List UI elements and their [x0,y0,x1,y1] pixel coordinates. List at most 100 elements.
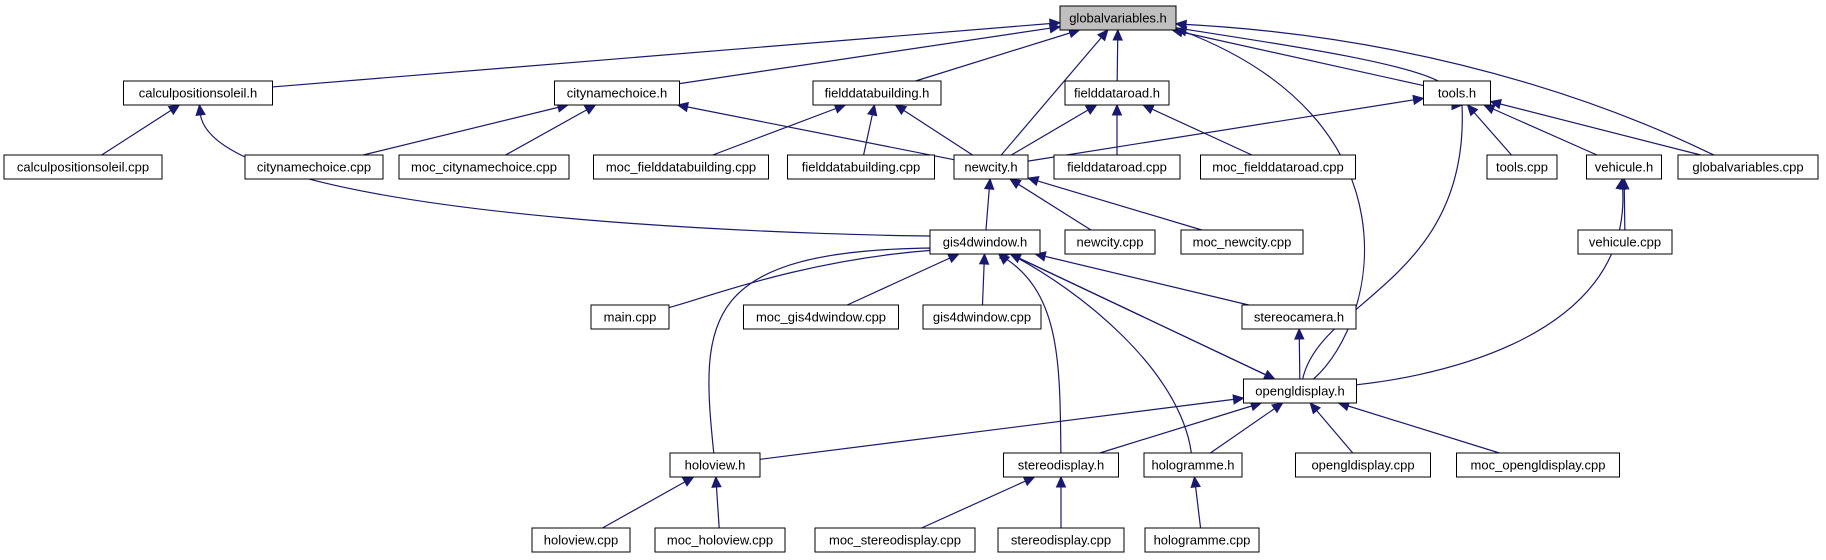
arrowhead-stereodisplay_cpp-to-stereodisplay_h [1055,475,1067,488]
node-citynamechoice-h[interactable]: citynamechoice.h [554,80,680,106]
node-newcity-cpp[interactable]: newcity.cpp [1064,229,1156,255]
node-moc-opengldisplay-cpp[interactable]: moc_opengldisplay.cpp [1456,452,1620,478]
node-label: main.cpp [604,310,657,325]
node-label: newcity.cpp [1077,235,1144,250]
edges-layer [101,18,1715,529]
edge-newcity_h-to-tools_h [1027,97,1424,162]
edge-holoview_cpp-to-holoview_h [602,476,694,529]
edge-moc_fielddatabuilding_cpp-to-fielddatabuilding_h [712,104,846,156]
node-gis4dwindow-cpp[interactable]: gis4dwindow.cpp [922,304,1042,330]
arrowhead-opengldisplay_h-to-stereocamera_h [1294,327,1305,340]
node-opengldisplay-cpp[interactable]: opengldisplay.cpp [1295,452,1431,478]
arrowhead-citynamechoice_h-to-globalvariables_h [1048,23,1062,34]
node-calculpositionsoleil-cpp[interactable]: calculpositionsoleil.cpp [3,154,163,180]
node-label: citynamechoice.h [567,86,667,101]
node-globalvariables-cpp[interactable]: globalvariables.cpp [1677,154,1819,180]
node-moc-holoview-cpp[interactable]: moc_holoview.cpp [654,527,786,553]
node-box [1143,452,1243,478]
node-hologramme-cpp[interactable]: hologramme.cpp [1144,527,1260,553]
node-moc-newcity-cpp[interactable]: moc_newcity.cpp [1180,229,1304,255]
node-fielddataroad-cpp[interactable]: fielddataroad.cpp [1053,154,1181,180]
node-moc-stereodisplay-cpp[interactable]: moc_stereodisplay.cpp [814,527,976,553]
node-box [1003,452,1119,478]
node-holoview-cpp[interactable]: holoview.cpp [531,527,631,553]
node-box [743,304,899,330]
node-box [1295,452,1431,478]
node-citynamechoice-cpp[interactable]: citynamechoice.cpp [244,154,384,180]
node-label: gis4dwindow.h [943,235,1028,250]
node-fielddatabuilding-cpp[interactable]: fielddatabuilding.cpp [787,154,935,180]
arrowhead-moc_fielddatabuilding_cpp-to-fielddatabuilding_h [833,103,847,114]
node-label: calculpositionsoleil.h [139,86,258,101]
node-holoview-h[interactable]: holoview.h [669,452,761,478]
node-fielddataroad-h[interactable]: fielddataroad.h [1064,80,1170,106]
node-box [531,527,631,553]
node-gis4dwindow-h[interactable]: gis4dwindow.h [929,229,1041,255]
node-moc-citynamechoice-cpp[interactable]: moc_citynamechoice.cpp [398,154,570,180]
node-stereodisplay-cpp[interactable]: stereodisplay.cpp [997,527,1125,553]
node-label: moc_citynamechoice.cpp [411,160,557,175]
node-opengldisplay-h[interactable]: opengldisplay.h [1243,378,1357,404]
node-moc-fielddataroad-cpp[interactable]: moc_fielddataroad.cpp [1200,154,1356,180]
node-label: moc_newcity.cpp [1193,235,1292,250]
arrowhead-opengldisplay_cpp-to-opengldisplay_h [1309,402,1322,415]
node-label: opengldisplay.h [1255,384,1344,399]
node-label: holoview.cpp [544,533,618,548]
node-label: hologramme.cpp [1154,533,1251,548]
node-fielddatabuilding-h[interactable]: fielddatabuilding.h [812,80,942,106]
edge-hologramme_h-to-opengldisplay_h [1210,402,1283,454]
node-box [1423,80,1491,106]
arrowhead-moc_gis4dwindow_cpp-to-gis4dwindow_h [947,253,960,264]
edge-globalvariables_cpp-to-tools_h [1490,100,1701,156]
node-newcity-h[interactable]: newcity.h [953,154,1029,180]
edge-stereocamera_h-to-gis4dwindow_h [1035,253,1249,306]
node-box [814,527,976,553]
node-box [1577,229,1673,255]
node-box [953,154,1029,180]
node-label: moc_stereodisplay.cpp [829,533,961,548]
node-label: gis4dwindow.cpp [933,310,1031,325]
node-calculpositionsoleil-h[interactable]: calculpositionsoleil.h [123,80,273,106]
node-label: moc_gis4dwindow.cpp [756,310,886,325]
edge-moc_stereodisplay_cpp-to-stereodisplay_h [921,476,1035,529]
node-hologramme-h[interactable]: hologramme.h [1143,452,1243,478]
edge-gis4dwindow_h-to-opengldisplay_h [1010,253,1275,380]
node-moc-gis4dwindow-cpp[interactable]: moc_gis4dwindow.cpp [743,304,899,330]
node-moc-fielddatabuilding-cpp[interactable]: moc_fielddatabuilding.cpp [593,154,769,180]
node-box [590,304,670,330]
node-box [1064,229,1156,255]
node-label: moc_fielddataroad.cpp [1212,160,1344,175]
node-label: moc_fielddatabuilding.cpp [606,160,756,175]
edge-tools_cpp-to-tools_h [1467,104,1512,156]
edge-holoview_h-to-gis4dwindow_h [708,247,936,454]
node-tools-h[interactable]: tools.h [1423,80,1491,106]
edge-stereodisplay_h-to-gis4dwindow_h [998,253,1062,454]
node-main-cpp[interactable]: main.cpp [590,304,670,330]
node-label: tools.cpp [1496,160,1548,175]
node-box [398,154,570,180]
edge-newcity_h-to-citynamechoice_h [677,104,955,161]
node-stereocamera-h[interactable]: stereocamera.h [1241,304,1357,330]
node-stereodisplay-h[interactable]: stereodisplay.h [1003,452,1119,478]
node-vehicule-h[interactable]: vehicule.h [1586,154,1662,180]
arrowhead-newcity_h-to-citynamechoice_h [676,101,689,113]
arrowhead-moc_holoview_cpp-to-holoview_h [711,475,722,488]
edge-moc_opengldisplay_cpp-to-opengldisplay_h [1338,402,1500,454]
arrowhead-gis4dwindow_cpp-to-gis4dwindow_h [978,252,990,265]
node-label: tools.h [1438,86,1476,101]
node-box [1677,154,1819,180]
node-label: stereodisplay.h [1018,458,1104,473]
node-box [654,527,786,553]
arrowhead-gis4dwindow_h-to-newcity_h [983,177,995,190]
edge-calculpositionsoleil_cpp-to-calculpositionsoleil_h [101,104,180,156]
node-tools-cpp[interactable]: tools.cpp [1486,154,1558,180]
edge-opengldisplay_h-to-globalvariables_h [1175,28,1366,380]
arrowhead-newcity_h-to-tools_h [1412,94,1425,106]
node-box [244,154,384,180]
edge-moc_newcity_cpp-to-newcity_h [1027,177,1203,231]
node-vehicule-cpp[interactable]: vehicule.cpp [1577,229,1673,255]
arrowhead-vehicule_h-to-tools_h [1482,104,1496,115]
node-label: calculpositionsoleil.cpp [17,160,149,175]
